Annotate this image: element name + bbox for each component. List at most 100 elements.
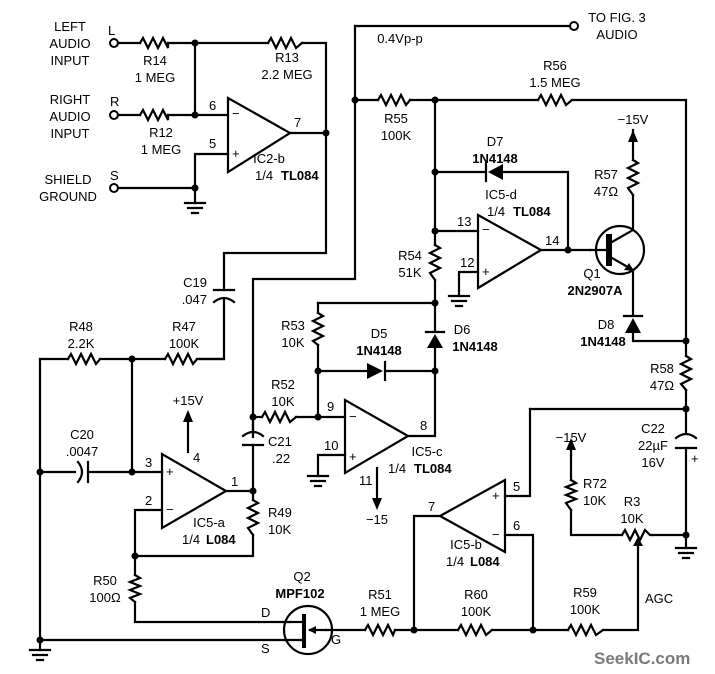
label-left-2: AUDIO bbox=[49, 36, 90, 51]
output-label-2: AUDIO bbox=[596, 27, 637, 42]
resistor-r49 bbox=[245, 498, 261, 537]
capacitor-c20 bbox=[76, 460, 90, 484]
r12-ref: R12 bbox=[149, 125, 173, 140]
q2-gate-label: G bbox=[331, 632, 341, 647]
wires bbox=[38, 24, 688, 652]
arrow-up-icon bbox=[628, 130, 638, 142]
resistor-r52 bbox=[260, 409, 298, 425]
r55-value: 100K bbox=[381, 128, 412, 143]
label-right-1: RIGHT bbox=[50, 92, 91, 107]
ic5c-part: TL084 bbox=[414, 461, 452, 476]
r53-ref: R53 bbox=[281, 318, 305, 333]
terminal-left bbox=[109, 38, 119, 48]
r51-ref: R51 bbox=[368, 587, 392, 602]
r52-ref: R52 bbox=[271, 377, 295, 392]
ic5c-plus: + bbox=[349, 449, 357, 464]
ic2b-pin-5: 5 bbox=[209, 136, 216, 151]
r53-value: 10K bbox=[281, 335, 304, 350]
c21-ref: C21 bbox=[268, 434, 292, 449]
ic5d-minus: − bbox=[482, 222, 490, 237]
ic5a-pin-2: 2 bbox=[145, 493, 152, 508]
r54-ref: R54 bbox=[398, 248, 422, 263]
ic5d-pin-13: 13 bbox=[457, 214, 471, 229]
c21-value: .22 bbox=[272, 451, 290, 466]
ic5b-ref: IC5-b bbox=[450, 537, 482, 552]
terminal-label-l: L bbox=[108, 23, 115, 38]
d7-part: 1N4148 bbox=[472, 151, 518, 166]
opamp-ic5b bbox=[437, 478, 507, 554]
c22-value: 22µF bbox=[638, 438, 668, 453]
r57-ref: R57 bbox=[594, 167, 618, 182]
ic2b-pin-6: 6 bbox=[209, 98, 216, 113]
ic5d-plus: + bbox=[482, 264, 490, 279]
ic5d-prefix: 1/4 bbox=[487, 204, 505, 219]
ic5a-pin-4: 4 bbox=[193, 450, 200, 465]
q1-part: 2N2907A bbox=[568, 283, 624, 298]
transistor-q1 bbox=[588, 224, 646, 276]
capacitor-c22 bbox=[674, 432, 698, 450]
resistor-r50 bbox=[127, 573, 143, 604]
resistor-r60 bbox=[456, 622, 494, 638]
r13-value: 2.2 MEG bbox=[261, 67, 312, 82]
terminal-label-s: S bbox=[110, 168, 119, 183]
ic5a-pin-1: 1 bbox=[231, 474, 238, 489]
r49-ref: R49 bbox=[268, 505, 292, 520]
r47-ref: R47 bbox=[172, 319, 196, 334]
arrow-down-icon bbox=[372, 498, 382, 510]
r54-value: 51K bbox=[398, 265, 421, 280]
diode-d8 bbox=[622, 314, 644, 333]
r57-value: 47Ω bbox=[594, 184, 618, 199]
opamp-ic2b bbox=[226, 96, 293, 174]
r59-ref: R59 bbox=[573, 585, 597, 600]
capacitor-c19 bbox=[212, 288, 236, 304]
resistor-r53 bbox=[310, 311, 326, 347]
ic5a-ref: IC5-a bbox=[193, 515, 226, 530]
r14-ref: R14 bbox=[143, 53, 167, 68]
ic5b-pin-5: 5 bbox=[513, 479, 520, 494]
d8-ref: D8 bbox=[598, 317, 615, 332]
watermark: SeekIC.com bbox=[594, 649, 690, 668]
r59-value: 100K bbox=[570, 602, 601, 617]
r12-value: 1 MEG bbox=[141, 142, 181, 157]
ic2b-prefix: 1/4 bbox=[255, 168, 273, 183]
c22-plus-sign: + bbox=[691, 451, 699, 466]
opamp-ic5c bbox=[343, 398, 411, 475]
output-level: 0.4Vp-p bbox=[377, 31, 423, 46]
r3-ref: R3 bbox=[624, 494, 641, 509]
terminal-right bbox=[109, 110, 119, 120]
r72-ref: R72 bbox=[583, 476, 607, 491]
resistor-r47 bbox=[163, 351, 199, 367]
ic5c-pin-10: 10 bbox=[324, 438, 338, 453]
ground-ic5c bbox=[306, 474, 330, 488]
resistor-r55 bbox=[376, 92, 412, 108]
r13-ref: R13 bbox=[275, 50, 299, 65]
ground-left bbox=[28, 648, 52, 662]
r56-value: 1.5 MEG bbox=[529, 75, 580, 90]
arrow-up-icon bbox=[566, 438, 576, 450]
ic5d-part: TL084 bbox=[513, 204, 551, 219]
q2-ref: Q2 bbox=[293, 569, 310, 584]
r56-ref: R56 bbox=[543, 58, 567, 73]
ic5b-minus: − bbox=[492, 527, 500, 542]
q1-ref: Q1 bbox=[583, 266, 600, 281]
transistor-q2 bbox=[282, 604, 334, 656]
r51-value: 1 MEG bbox=[360, 604, 400, 619]
resistor-r48 bbox=[66, 351, 102, 367]
ic5a-plus: + bbox=[166, 464, 174, 479]
c22-voltage: 16V bbox=[641, 455, 664, 470]
d5-ref: D5 bbox=[371, 326, 388, 341]
ic5c-pin-8: 8 bbox=[420, 418, 427, 433]
resistor-r58 bbox=[678, 354, 694, 392]
r50-ref: R50 bbox=[93, 573, 117, 588]
r58-value: 47Ω bbox=[650, 378, 674, 393]
c22-ref: C22 bbox=[641, 421, 665, 436]
resistor-r13 bbox=[266, 35, 304, 51]
r72-value: 10K bbox=[583, 493, 606, 508]
arrow-up-icon bbox=[183, 410, 193, 422]
c19-value: .047 bbox=[182, 292, 207, 307]
label-right-3: INPUT bbox=[51, 126, 90, 141]
ic5b-plus: + bbox=[492, 488, 500, 503]
ic5b-prefix: 1/4 bbox=[446, 554, 464, 569]
label-shield-2: GROUND bbox=[39, 189, 97, 204]
